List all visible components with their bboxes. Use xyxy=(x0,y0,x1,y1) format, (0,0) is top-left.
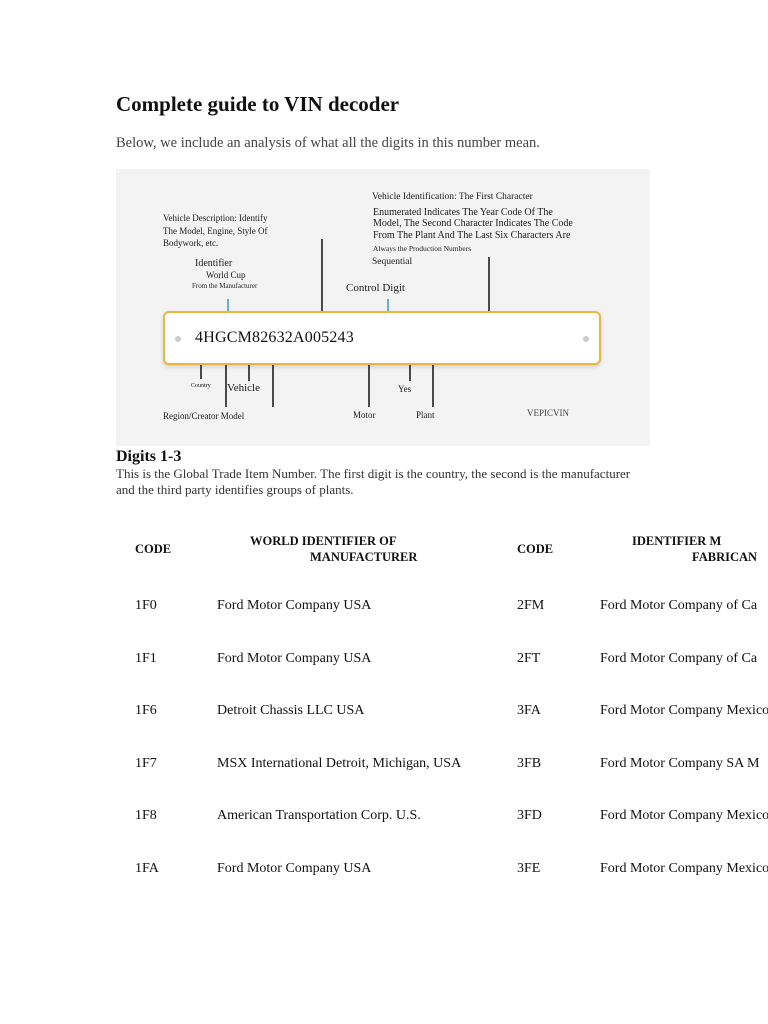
label-control-digit: Control Digit xyxy=(346,282,405,294)
cell-code: 1F8 xyxy=(135,808,157,823)
cell-manufacturer: Ford Motor Company Mexico xyxy=(600,808,768,823)
cell-manufacturer: MSX International Detroit, Michigan, USA xyxy=(217,756,462,771)
cell-manufacturer: Ford Motor Company of Ca xyxy=(600,598,758,613)
cell-code: 1F6 xyxy=(135,703,157,718)
cell-manufacturer: Ford Motor Company SA M xyxy=(600,756,760,771)
label-yes: Yes xyxy=(398,384,412,394)
label-vehicle-description-3: Bodywork, etc. xyxy=(163,238,219,248)
rivet-right xyxy=(583,336,589,342)
cell-manufacturer: American Transportation Corp. U.S. xyxy=(217,808,421,823)
cell-code: 1F0 xyxy=(135,598,157,613)
header-world-identifier-2: MANUFACTURER xyxy=(310,550,418,564)
label-world-cup: World Cup xyxy=(206,270,246,280)
cell-code: 2FM xyxy=(517,598,545,613)
section-heading: Digits 1-3 xyxy=(116,448,182,465)
label-identifier: Identifier xyxy=(195,258,233,269)
label-vehicle-identification: Vehicle Identification: The First Charac… xyxy=(372,192,533,202)
cell-code: 1F7 xyxy=(135,756,157,771)
cell-manufacturer: Detroit Chassis LLC USA xyxy=(217,703,365,718)
label-always-production: Always the Production Numbers xyxy=(373,244,472,253)
cell-manufacturer: Ford Motor Company Mexico xyxy=(600,861,768,876)
label-vehicle-description-2: The Model, Engine, Style Of xyxy=(163,226,268,236)
label-region-creator-model: Region/Creator Model xyxy=(163,411,245,421)
label-sequential: Sequential xyxy=(372,257,413,267)
page-title: Complete guide to VIN decoder xyxy=(116,92,400,116)
header-code-2: CODE xyxy=(517,542,554,556)
label-plant: Plant xyxy=(416,410,435,420)
cell-manufacturer: Ford Motor Company of Ca xyxy=(600,651,758,666)
section-body: This is the Global Trade Item Number. Th… xyxy=(116,466,631,497)
header-identifier-1: IDENTIFIER M xyxy=(632,534,722,548)
intro-text: Below, we include an analysis of what al… xyxy=(116,135,540,151)
cell-code: 3FE xyxy=(517,861,541,876)
label-enumerated-2: Model, The Second Character Indicates Th… xyxy=(373,218,573,229)
vin-plate: 4HGCM82632A005243 xyxy=(163,311,601,365)
label-vehicle: Vehicle xyxy=(227,382,260,394)
cell-code: 3FD xyxy=(517,808,542,823)
cell-code: 3FB xyxy=(517,756,542,771)
label-from-manufacturer: From the Manufacturer xyxy=(192,282,258,290)
header-code-1: CODE xyxy=(135,542,172,556)
label-country: Country xyxy=(191,383,211,389)
label-vehicle-description-1: Vehicle Description: Identify xyxy=(163,213,268,223)
cell-code: 1F1 xyxy=(135,651,157,666)
watermark-text: VEPICVIN xyxy=(527,408,569,418)
rivet-left xyxy=(175,336,181,342)
label-motor: Motor xyxy=(353,410,376,420)
header-world-identifier-1: WORLD IDENTIFIER OF xyxy=(250,534,397,548)
vin-number: 4HGCM82632A005243 xyxy=(195,329,354,346)
vin-diagram: 4HGCM82632A005243 Vehicle Identification… xyxy=(116,169,650,446)
header-identifier-2: FABRICAN xyxy=(692,550,758,564)
cell-manufacturer: Ford Motor Company USA xyxy=(217,861,372,876)
cell-manufacturer: Ford Motor Company USA xyxy=(217,598,372,613)
cell-code: 2FT xyxy=(517,651,541,666)
label-enumerated-3: From The Plant And The Last Six Characte… xyxy=(373,230,571,241)
cell-manufacturer: Ford Motor Company USA xyxy=(217,651,372,666)
cell-code: 1FA xyxy=(135,861,159,876)
cell-manufacturer: Ford Motor Company Mexico xyxy=(600,703,768,718)
label-enumerated-1: Enumerated Indicates The Year Code Of Th… xyxy=(373,207,553,218)
cell-code: 3FA xyxy=(517,703,541,718)
